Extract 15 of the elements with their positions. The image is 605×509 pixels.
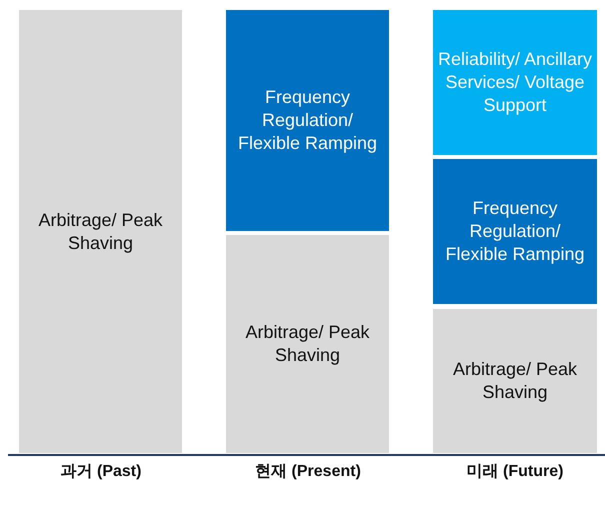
stacked-block [226,10,389,231]
block-label: Frequency Regulation/ Flexible Ramping [444,197,586,266]
column-label: 과거 (Past) [60,462,142,482]
stacked-block [433,309,597,453]
stacked-block [226,235,389,453]
block-label: Frequency Regulation/ Flexible Ramping [236,86,378,155]
block-label: Arbitrage/ Peak Shaving [37,208,164,254]
stacked-block [433,159,597,304]
column-label: 미래 (Future) [466,462,564,482]
block-label: Reliability/ Ancillary Services/ Voltage Support [437,48,593,117]
stacked-block [19,10,182,453]
block-label: Arbitrage/ Peak Shaving [244,321,371,367]
stacked-block [433,10,597,155]
block-label: Arbitrage/ Peak Shaving [452,358,578,404]
column-label: 현재 (Present) [254,462,362,482]
